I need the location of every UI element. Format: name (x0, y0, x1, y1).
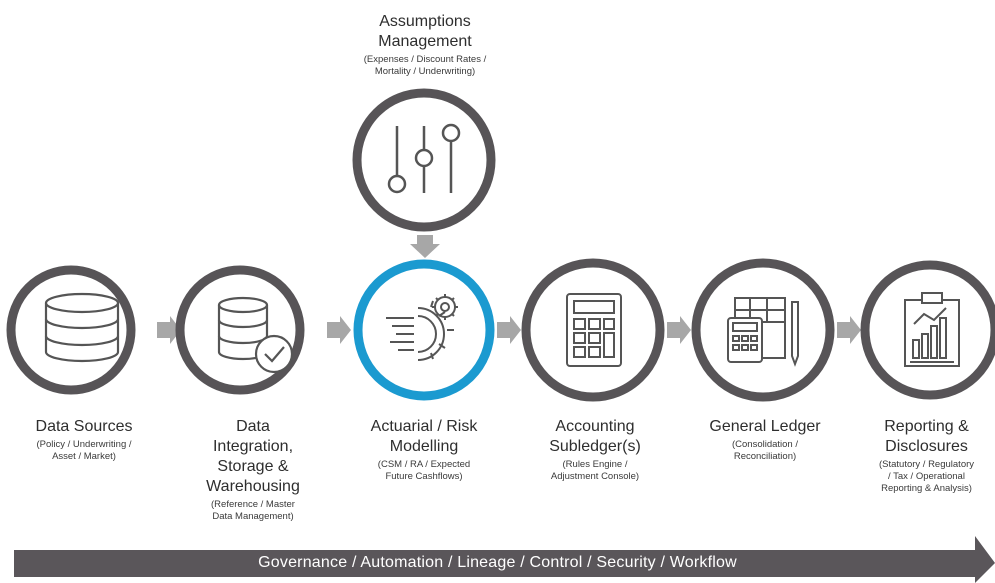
gears-icon (386, 294, 458, 361)
stage-label-actuarial: Actuarial / Risk Modelling (CSM / RA / E… (338, 417, 510, 483)
connector-arrow (667, 316, 691, 344)
connector-arrow (327, 316, 351, 344)
stage-ring-highlight (353, 259, 495, 401)
database-icon (44, 292, 120, 363)
stage-subtitle: (CSM / RA / Expected Future Cashflows) (377, 459, 471, 482)
stage-label-data-integration: Data Integration, Storage & Warehousing … (168, 417, 338, 523)
stage-subtitle: (Rules Engine / Adjustment Console) (550, 459, 640, 482)
governance-bar-label: Governance / Automation / Lineage / Cont… (258, 554, 737, 571)
report-chart-icon (904, 292, 960, 367)
assumptions-label: Assumptions Management (Expenses / Disco… (335, 12, 515, 78)
assumptions-title: Assumptions Management (378, 13, 472, 50)
governance-bar (14, 536, 995, 583)
ledger-icon (727, 297, 799, 367)
stage-subtitle: (Policy / Underwriting / Asset / Market) (36, 439, 132, 462)
stage-title: Data Integration, Storage & Warehousing (206, 418, 300, 495)
stage-title: Reporting & Disclosures (884, 418, 969, 455)
connector-arrow (837, 316, 861, 344)
stage-label-reporting: Reporting & Disclosures (Statutory / Reg… (858, 417, 995, 495)
stage-subtitle: (Statutory / Regulatory / Tax / Operatio… (878, 459, 975, 494)
stage-subtitle: (Reference / Master Data Management) (211, 499, 295, 522)
sliders-icon (387, 123, 461, 194)
stage-label-subledger: Accounting Subledger(s) (Rules Engine / … (510, 417, 680, 483)
calculator-icon (566, 293, 622, 367)
stage-title: Actuarial / Risk Modelling (370, 418, 478, 455)
connector-arrow (497, 316, 521, 344)
stage-subtitle: (Consolidation / Reconciliation) (731, 439, 798, 462)
stage-label-general-ledger: General Ledger (Consolidation / Reconcil… (680, 417, 850, 463)
stage-ring (175, 265, 305, 395)
connector-arrow (157, 316, 181, 344)
stage-title: Data Sources (35, 418, 133, 435)
connector-arrow-down (410, 235, 440, 258)
stage-ring (6, 265, 136, 395)
stage-label-data-sources: Data Sources (Policy / Underwriting / As… (0, 417, 168, 463)
stage-title: General Ledger (709, 418, 821, 435)
assumptions-ring (352, 88, 496, 232)
stage-title: Accounting Subledger(s) (549, 418, 641, 455)
assumptions-subtitle: (Expenses / Discount Rates / Mortality /… (363, 54, 487, 77)
database-check-icon (217, 296, 294, 374)
